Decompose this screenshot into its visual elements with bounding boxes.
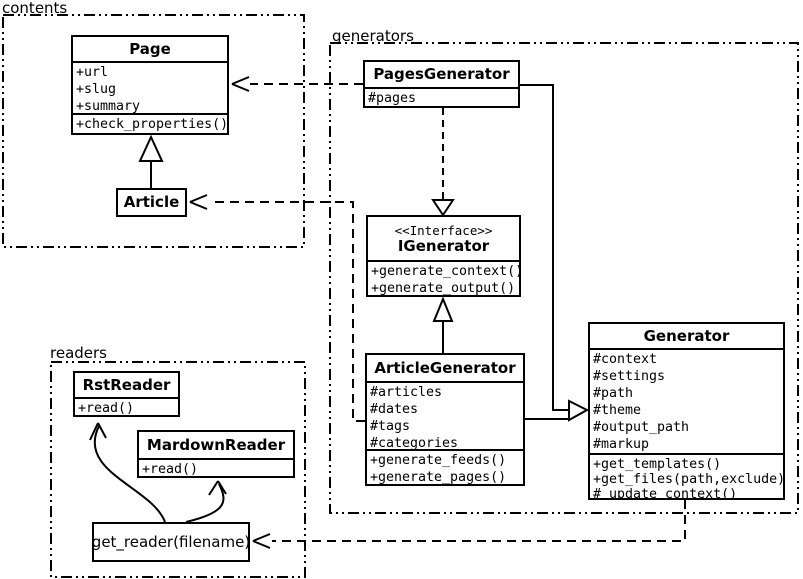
- article-inherits-page-arrow: [138, 134, 164, 188]
- attribute: #context: [593, 352, 658, 367]
- attribute: #articles: [370, 385, 443, 400]
- class-page-methods: +check_properties(): [73, 113, 227, 133]
- function-get-reader: get_reader(filename): [92, 522, 250, 562]
- articlegenerator-depends-article-arrow: [189, 194, 365, 422]
- method: +get_files(path,exclude): [593, 472, 783, 487]
- class-pagesgenerator-name: PagesGenerator: [373, 65, 510, 83]
- class-igenerator: <<Interface>> IGenerator +generate_conte…: [366, 215, 521, 297]
- attribute: #categories: [370, 436, 459, 449]
- pagesgenerator-depends-page-arrow: [231, 76, 363, 92]
- getreader-to-rstreader-arrow: [89, 422, 166, 523]
- class-generator-name: Generator: [643, 326, 730, 345]
- class-article-name: Article: [123, 193, 180, 211]
- class-igenerator-methods: +generate_context() +generate_output(): [368, 260, 519, 295]
- package-generators-border: [329, 42, 799, 514]
- class-articlegenerator-attributes: #articles #dates #tags #categories: [367, 381, 523, 449]
- package-label-contents: contents: [2, 0, 68, 17]
- attribute: #theme: [593, 403, 642, 418]
- class-rstreader-name: RstReader: [82, 375, 171, 394]
- articlegenerator-inherits-igenerator-arrow: [432, 296, 454, 353]
- class-generator-attributes: #context #settings #path #theme #output_…: [590, 348, 783, 453]
- attribute: +slug: [76, 82, 117, 97]
- attribute: #dates: [370, 402, 419, 417]
- attribute: +summary: [76, 99, 141, 113]
- class-mardownreader-name: MardownReader: [146, 435, 286, 454]
- class-articlegenerator: ArticleGenerator #articles #dates #tags …: [365, 353, 525, 486]
- class-articlegenerator-name: ArticleGenerator: [374, 358, 516, 377]
- class-mardownreader-methods: +read(): [139, 458, 293, 476]
- attribute: #markup: [593, 437, 650, 452]
- method: +read(): [78, 401, 135, 415]
- class-page-attributes: +url +slug +summary: [73, 61, 227, 113]
- attribute: #path: [593, 386, 634, 401]
- method: +generate_pages(): [370, 470, 507, 484]
- method: +generate_feeds(): [370, 453, 507, 468]
- package-readers-border: [50, 361, 306, 578]
- class-igenerator-name: IGenerator: [397, 236, 490, 255]
- method: +read(): [142, 462, 199, 476]
- package-contents-border: [2, 14, 305, 248]
- attribute: +url: [76, 65, 109, 80]
- class-mardownreader: MardownReader +read(): [137, 430, 295, 478]
- method: +get_templates(): [593, 457, 722, 472]
- pagesgenerator-realizes-igenerator-arrow: [431, 108, 455, 217]
- class-rstreader-methods: +read(): [75, 397, 178, 415]
- attribute: #output_path: [593, 420, 690, 435]
- generator-depends-getreader-arrow: [252, 500, 686, 549]
- class-igenerator-header: <<Interface>> IGenerator: [368, 217, 519, 260]
- class-generator-methods: +get_templates() +get_files(path,exclude…: [590, 453, 783, 498]
- method: #_update_context(): [593, 487, 738, 498]
- getreader-to-mardownreader-arrow: [185, 480, 227, 523]
- attribute: #settings: [593, 369, 666, 384]
- class-pagesgenerator: PagesGenerator #pages: [363, 60, 520, 108]
- package-label-generators: generators: [332, 27, 414, 45]
- class-rstreader: RstReader +read(): [73, 371, 180, 417]
- generators-inherit-generator-arrow: [520, 84, 590, 422]
- interface-stereotype: <<Interface>>: [394, 222, 493, 238]
- class-pagesgenerator-attributes: #pages: [365, 87, 518, 106]
- method: +generate_output(): [371, 281, 516, 295]
- attribute: #tags: [370, 419, 411, 434]
- class-articlegenerator-methods: +generate_feeds() +generate_pages(): [367, 449, 523, 484]
- class-page-name: Page: [129, 39, 171, 58]
- attribute: #pages: [368, 91, 417, 106]
- method: +check_properties(): [76, 117, 227, 132]
- class-generator: Generator #context #settings #path #them…: [588, 322, 785, 500]
- method: +generate_context(): [371, 264, 519, 279]
- package-label-readers: readers: [50, 344, 107, 362]
- class-page: Page +url +slug +summary +check_properti…: [71, 35, 229, 135]
- class-article: Article: [116, 188, 187, 217]
